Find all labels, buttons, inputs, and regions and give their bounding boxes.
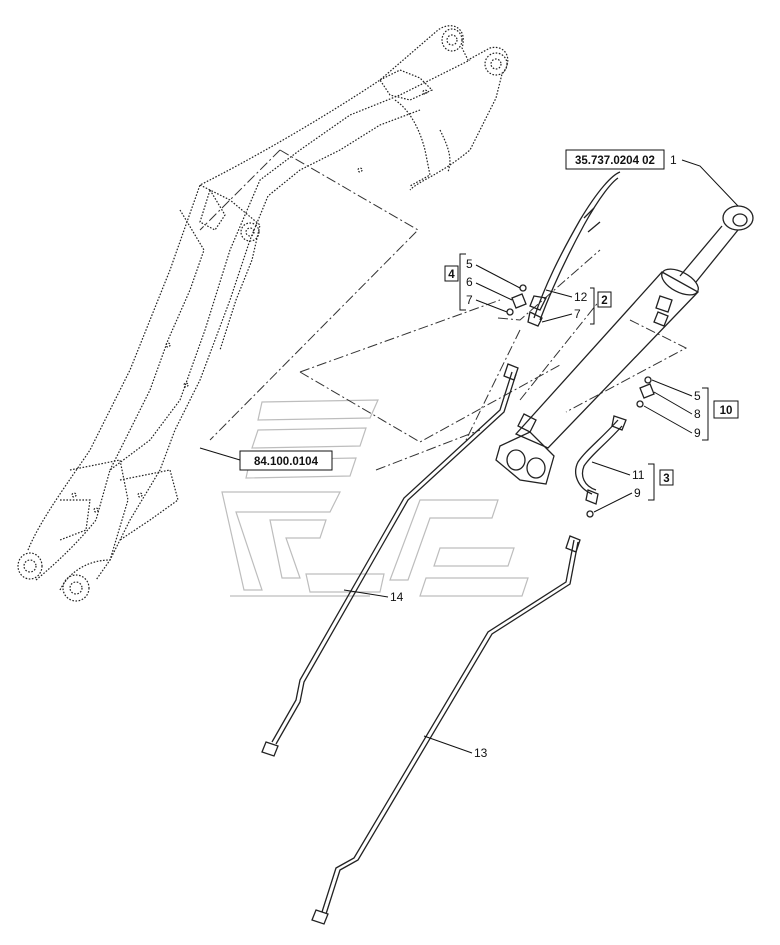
callout-12: 12 bbox=[574, 290, 588, 304]
leader-14 bbox=[343, 589, 389, 598]
svg-text:2: 2 bbox=[601, 295, 607, 307]
callout-9-right: 9 bbox=[694, 426, 701, 440]
pipe-13 bbox=[311, 535, 581, 925]
group-box-3: 3 bbox=[659, 469, 674, 486]
reference-box-boom-label: 84.100.0104 bbox=[254, 456, 319, 468]
leader-7-left bbox=[475, 299, 508, 313]
callout-1: 1 bbox=[670, 153, 677, 167]
callout-13: 13 bbox=[474, 746, 488, 760]
hose-11 bbox=[575, 415, 627, 518]
leader-1 bbox=[681, 159, 739, 207]
leader-5-left bbox=[475, 264, 521, 289]
hose-12 bbox=[527, 171, 621, 327]
callout-5-right: 5 bbox=[694, 389, 701, 403]
group-box-2: 2 bbox=[597, 291, 612, 308]
bracket-3 bbox=[648, 463, 655, 501]
reference-box-cylinder[interactable]: 35.737.0204 02 bbox=[565, 149, 665, 170]
svg-text:10: 10 bbox=[720, 405, 733, 417]
callout-8: 8 bbox=[694, 407, 701, 421]
pipe-14 bbox=[261, 363, 519, 757]
boom-arm bbox=[17, 25, 509, 602]
svg-text:3: 3 bbox=[663, 473, 669, 485]
callout-7-right: 7 bbox=[574, 307, 581, 321]
callout-14: 14 bbox=[390, 590, 404, 604]
group-box-4: 4 bbox=[444, 265, 459, 282]
group-box-10: 10 bbox=[713, 400, 739, 419]
callout-7-left: 7 bbox=[466, 293, 473, 307]
leader-5-right bbox=[651, 379, 693, 397]
callout-5-left: 5 bbox=[466, 257, 473, 271]
installation-planes bbox=[199, 149, 688, 471]
leader-11 bbox=[591, 461, 631, 476]
leader-boom-ref bbox=[199, 447, 241, 461]
bracket-4 bbox=[459, 253, 466, 311]
leader-9-right bbox=[643, 405, 693, 434]
leader-7-right bbox=[541, 313, 573, 323]
callout-11: 11 bbox=[632, 468, 645, 482]
bracket-2 bbox=[590, 287, 595, 325]
reference-box-boom[interactable]: 84.100.0104 bbox=[239, 450, 333, 471]
leader-13 bbox=[423, 735, 473, 754]
watermark-logo bbox=[221, 399, 529, 597]
reference-box-cylinder-label: 35.737.0204 02 bbox=[575, 155, 655, 167]
leader-8 bbox=[653, 391, 693, 415]
fittings-left bbox=[506, 284, 655, 408]
hydraulic-cylinder bbox=[495, 205, 754, 485]
leader-12 bbox=[545, 289, 573, 298]
leader-9-lower bbox=[593, 492, 633, 513]
bracket-10 bbox=[702, 387, 709, 441]
leader-6 bbox=[475, 282, 513, 301]
callout-9-lower: 9 bbox=[634, 486, 641, 500]
callout-6: 6 bbox=[466, 275, 473, 289]
svg-text:4: 4 bbox=[448, 269, 455, 281]
